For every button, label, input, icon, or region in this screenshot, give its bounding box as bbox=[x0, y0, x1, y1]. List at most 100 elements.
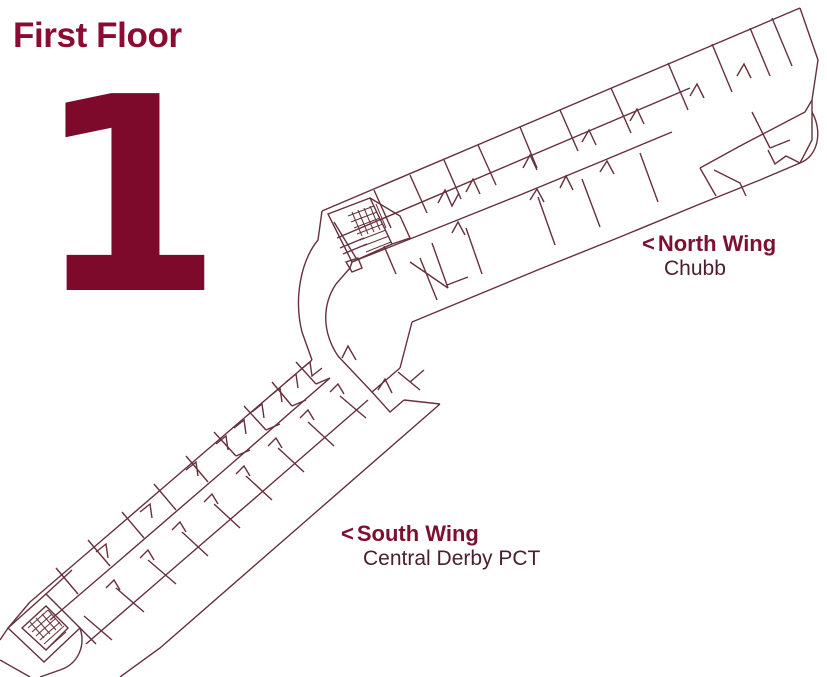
north-lower-partition-3 bbox=[537, 196, 556, 246]
south-wing-corridor-lower bbox=[85, 399, 369, 645]
north-wing-south-outer-wall bbox=[411, 162, 801, 323]
north-lobby-wall-b bbox=[409, 261, 449, 289]
door-notch-n8 bbox=[451, 220, 466, 236]
junction-outer-curve bbox=[297, 210, 323, 361]
stairwell-junction-edge bbox=[333, 221, 357, 259]
south-wing-name: South Wing bbox=[356, 521, 479, 546]
north-lower-partition-4 bbox=[581, 178, 601, 228]
south-partition-u9 bbox=[55, 567, 79, 595]
north-partition-7 bbox=[610, 87, 632, 134]
stairwell-junction-risers bbox=[351, 203, 387, 237]
north-partition-6 bbox=[559, 109, 579, 152]
junction-to-south-corridor bbox=[403, 399, 441, 405]
stairwell-junction-annex-wall bbox=[383, 245, 397, 275]
door-notch-s10 bbox=[329, 382, 345, 395]
north-partition-4 bbox=[477, 144, 497, 186]
south-partition-l3 bbox=[277, 447, 305, 473]
title-block: First Floor 1 bbox=[13, 10, 243, 332]
south-wing-outer-wall bbox=[119, 403, 441, 677]
door-notch-s11 bbox=[299, 408, 315, 421]
south-partition-u7 bbox=[121, 511, 145, 539]
north-lower-partition-5 bbox=[639, 152, 659, 203]
door-notch-n4 bbox=[581, 128, 597, 146]
east-door-notch bbox=[767, 149, 801, 166]
door-notch-n1 bbox=[437, 188, 460, 208]
north-partition-11 bbox=[771, 17, 793, 67]
north-partition-3 bbox=[443, 159, 462, 200]
east-rounded-corner bbox=[799, 111, 819, 164]
north-lower-partition-6 bbox=[699, 167, 717, 197]
door-notch-n11 bbox=[559, 174, 574, 191]
door-notch-s1 bbox=[299, 360, 323, 378]
door-notch-n2 bbox=[465, 177, 481, 195]
door-notch-s5 bbox=[233, 418, 247, 435]
north-wing-outer-wall bbox=[321, 7, 801, 212]
south-partition-u8 bbox=[87, 539, 111, 567]
south-partition-l4 bbox=[245, 475, 273, 501]
label-south-wing: <South Wing Central Derby PCT bbox=[341, 521, 540, 571]
south-partition-u4 bbox=[213, 431, 237, 457]
east-room-wall bbox=[769, 139, 791, 149]
south-partition-l2 bbox=[307, 421, 335, 447]
north-wing-east-lower-wall bbox=[699, 99, 813, 169]
south-partition-l1 bbox=[339, 395, 367, 419]
door-notch-s7 bbox=[185, 460, 199, 477]
stairwell-junction-rail bbox=[339, 237, 365, 249]
stairwell-south-lower-wall bbox=[39, 669, 61, 677]
door-notch-s8 bbox=[139, 502, 153, 519]
south-partition-u3 bbox=[243, 405, 267, 431]
north-lobby-partition-a bbox=[419, 257, 438, 301]
south-internal-link-4 bbox=[235, 449, 251, 457]
south-wing-west-lower bbox=[0, 659, 31, 677]
junction-inner-curve bbox=[325, 261, 401, 393]
north-wing-east-endwall bbox=[799, 7, 819, 101]
north-wing-occupant: Chubb bbox=[664, 256, 726, 280]
north-lower-partition-2 bbox=[465, 227, 483, 275]
door-notch-n5 bbox=[629, 107, 645, 125]
stairwell-south-upper-wall bbox=[45, 569, 73, 595]
door-notch-s2 bbox=[285, 372, 299, 389]
door-notch-s14 bbox=[203, 492, 219, 505]
east-room-partition bbox=[751, 111, 771, 149]
south-wing-head-detail bbox=[397, 371, 421, 391]
north-wing-name: North Wing bbox=[657, 231, 777, 256]
east-lower-detail bbox=[713, 169, 747, 197]
north-partition-1 bbox=[373, 189, 392, 229]
north-partition-10 bbox=[749, 27, 771, 77]
door-notch-junction bbox=[341, 344, 357, 361]
label-north-wing: <North Wing Chubb bbox=[642, 231, 777, 281]
stairwell-south-risers bbox=[29, 609, 63, 639]
south-partition-u1 bbox=[295, 361, 317, 385]
south-partition-l9 bbox=[83, 615, 113, 641]
south-partition-l7 bbox=[147, 559, 177, 585]
south-partition-l8 bbox=[115, 587, 145, 613]
door-notch-s12 bbox=[267, 436, 283, 449]
door-notch-s15 bbox=[171, 520, 187, 533]
south-wing-upper-wall bbox=[29, 359, 313, 603]
south-internal-link-2 bbox=[291, 399, 307, 407]
door-notch-s6 bbox=[215, 434, 229, 451]
north-lower-partition-1 bbox=[431, 242, 449, 289]
north-wing-corridor-lower bbox=[351, 131, 673, 263]
door-notch-s16 bbox=[139, 548, 155, 561]
door-notch-n7 bbox=[736, 62, 752, 79]
south-wing-head-detail-2 bbox=[409, 369, 425, 383]
door-notch-s13 bbox=[235, 464, 251, 477]
north-partition-9 bbox=[711, 43, 733, 93]
chevron-left-icon: < bbox=[341, 521, 354, 546]
door-notch-n6 bbox=[689, 82, 705, 99]
south-wing-name-line: <South Wing bbox=[341, 521, 540, 547]
south-internal-link-1 bbox=[315, 377, 331, 385]
door-notch-junction-2 bbox=[377, 377, 393, 394]
south-wing-corridor-upper bbox=[49, 377, 331, 621]
north-partition-5 bbox=[519, 126, 538, 169]
stairwell-junction-landing bbox=[344, 257, 363, 273]
junction-link-north bbox=[399, 321, 413, 369]
floor-number-numeral: 1 bbox=[35, 39, 223, 354]
stairwell-south-inner bbox=[20, 605, 69, 651]
south-partition-l5 bbox=[213, 503, 241, 529]
junction-apex-detail bbox=[371, 391, 405, 413]
south-internal-link-3 bbox=[265, 423, 281, 431]
north-partition-2 bbox=[409, 174, 428, 214]
